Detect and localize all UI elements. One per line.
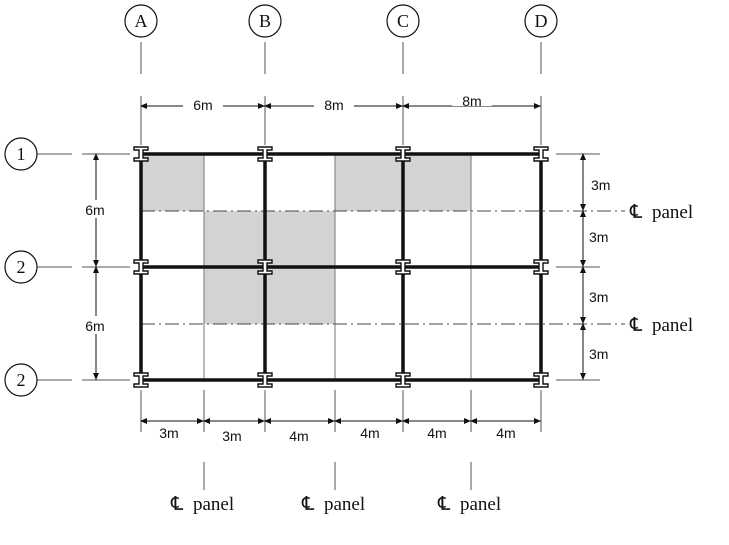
- dim-right-4: 3m: [589, 346, 608, 362]
- grid-label-row-3: 2: [17, 370, 26, 390]
- column-symbol: [133, 146, 149, 162]
- grid-label-row-2: 2: [17, 257, 26, 277]
- grid-bubble-row-1: 1: [4, 137, 38, 171]
- column-symbol: [257, 146, 273, 162]
- grid-bubble-a: A: [124, 4, 158, 38]
- grid-label-row-1: 1: [17, 144, 26, 164]
- cl-label-right-2: ℄ panel: [629, 315, 693, 336]
- cl-panel-text: panel: [460, 494, 501, 515]
- shaded-panel-a1: [141, 154, 204, 211]
- centerlines: [141, 210, 625, 325]
- cl-panel-text: panel: [324, 494, 365, 515]
- column-symbol: [257, 372, 273, 388]
- cl-panel-text: panel: [652, 315, 693, 336]
- dim-left-2-3: 6m: [85, 318, 104, 334]
- dim-bottom-1: 3m: [159, 425, 178, 441]
- cl-label-bottom-3: ℄ panel: [437, 494, 501, 515]
- centerline-icon: ℄: [629, 202, 643, 223]
- cl-label-right-1: ℄ panel: [629, 202, 693, 223]
- grid-extension-lines: [37, 42, 600, 490]
- columns: [133, 146, 549, 388]
- dim-left-1-2: 6m: [85, 202, 104, 218]
- centerline-icon: ℄: [170, 494, 184, 515]
- dim-top-c-d: 8m: [462, 93, 481, 109]
- dim-bottom-5: 4m: [427, 425, 446, 441]
- column-symbol: [533, 372, 549, 388]
- centerline-icon: ℄: [301, 494, 315, 515]
- dim-bottom-4: 4m: [360, 425, 379, 441]
- grid-bubbles: A B C D 1 2 2: [4, 4, 558, 397]
- column-symbol: [533, 259, 549, 275]
- column-symbol: [395, 146, 411, 162]
- tributary-areas: [141, 154, 471, 324]
- cl-panel-text: panel: [652, 202, 693, 223]
- grid-bubble-b: B: [248, 4, 282, 38]
- grid-label-a: A: [135, 11, 148, 31]
- dim-right-2: 3m: [589, 229, 608, 245]
- grid-bubble-d: D: [524, 4, 558, 38]
- column-symbol: [133, 259, 149, 275]
- grid-label-b: B: [259, 11, 271, 31]
- dim-bottom-6: 4m: [496, 425, 515, 441]
- grid-bubble-c: C: [386, 4, 420, 38]
- grid-bubble-row-2: 2: [4, 250, 38, 284]
- centerline-icon: ℄: [437, 494, 451, 515]
- grid-label-d: D: [535, 11, 548, 31]
- cl-panel-text: panel: [193, 494, 234, 515]
- column-symbol: [533, 146, 549, 162]
- dim-top-a-b: 6m: [193, 97, 212, 113]
- dim-right-1: 3m: [591, 177, 610, 193]
- dim-bottom-2: 3m: [222, 428, 241, 444]
- dim-right-3: 3m: [589, 289, 608, 305]
- cl-label-bottom-1: ℄ panel: [170, 494, 234, 515]
- grid-label-c: C: [397, 11, 409, 31]
- cl-label-bottom-2: ℄ panel: [301, 494, 365, 515]
- grid-bubble-row-3: 2: [4, 363, 38, 397]
- column-symbol: [133, 372, 149, 388]
- column-symbol: [395, 372, 411, 388]
- centerline-icon: ℄: [629, 315, 643, 336]
- dim-top-b-c: 8m: [324, 97, 343, 113]
- column-symbol: [257, 259, 273, 275]
- dim-bottom-3: 4m: [289, 428, 308, 444]
- column-symbol: [395, 259, 411, 275]
